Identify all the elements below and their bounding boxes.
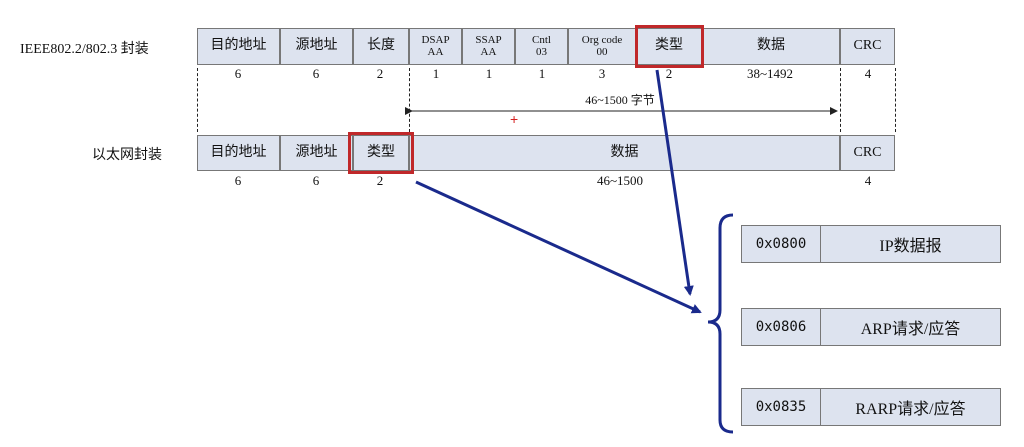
eth-size-crc: 4 [864,173,872,188]
type-desc: RARP请求/应答 [855,401,966,418]
eth-size-type: 2 [376,173,384,188]
eth-field-src-addr: 源地址 [280,135,353,171]
mid-dashed-guide [409,68,410,132]
ieee-field-dest-addr: 目的地址 [197,28,280,65]
ieee-size-dsap: 1 [432,66,440,81]
ieee-size-type: 2 [665,66,673,81]
ieee-size-cntl: 1 [538,66,546,81]
ieee-field-data: 数据 [702,28,840,65]
eth-field-type: 类型 [353,135,409,171]
ieee-size-org-code: 3 [598,66,606,81]
type-row-rarp: 0x0835 RARP请求/应答 [741,388,1001,426]
type-bracket [707,213,734,434]
type-code: 0x0800 [742,226,821,262]
eth-size-dest-addr: 6 [234,173,242,188]
eth-type-arrow [415,180,702,314]
ieee-size-crc: 4 [864,66,872,81]
right-dashed-guide [840,68,841,132]
type-desc: IP数据报 [879,238,942,255]
ieee-size-data: 38~1492 [746,66,794,81]
ieee-type-highlight [635,25,704,68]
ieee-field-length: 长度 [353,28,409,65]
ieee-size-src-addr: 6 [312,66,320,81]
byte-span-label: 46~1500 字节 [585,93,655,107]
type-code: 0x0835 [742,389,821,425]
ieee-row-label: IEEE802.2/802.3 封装 [20,42,149,57]
ieee-field-crc: CRC [840,28,895,65]
type-code: 0x0806 [742,309,821,345]
type-row-ip: 0x0800 IP数据报 [741,225,1001,263]
eth-field-crc: CRC [840,135,895,171]
eth-size-src-addr: 6 [312,173,320,188]
ethernet-row-label: 以太网封装 [92,148,162,163]
eth-type-highlight [348,132,414,174]
type-desc: ARP请求/应答 [860,321,961,338]
ieee-field-src-addr: 源地址 [280,28,353,65]
type-row-arp: 0x0806 ARP请求/应答 [741,308,1001,346]
ieee-size-dest-addr: 6 [234,66,242,81]
ieee-type-arrow [655,69,694,296]
red-plus-marker: + [510,111,518,127]
left-dashed-guide [197,68,198,132]
ieee-size-length: 2 [376,66,384,81]
eth-size-data: 46~1500 [596,173,644,188]
crc-dashed-guide [895,68,896,132]
eth-field-dest-addr: 目的地址 [197,135,280,171]
ieee-size-ssap: 1 [485,66,493,81]
eth-field-data: 数据 [409,135,840,171]
